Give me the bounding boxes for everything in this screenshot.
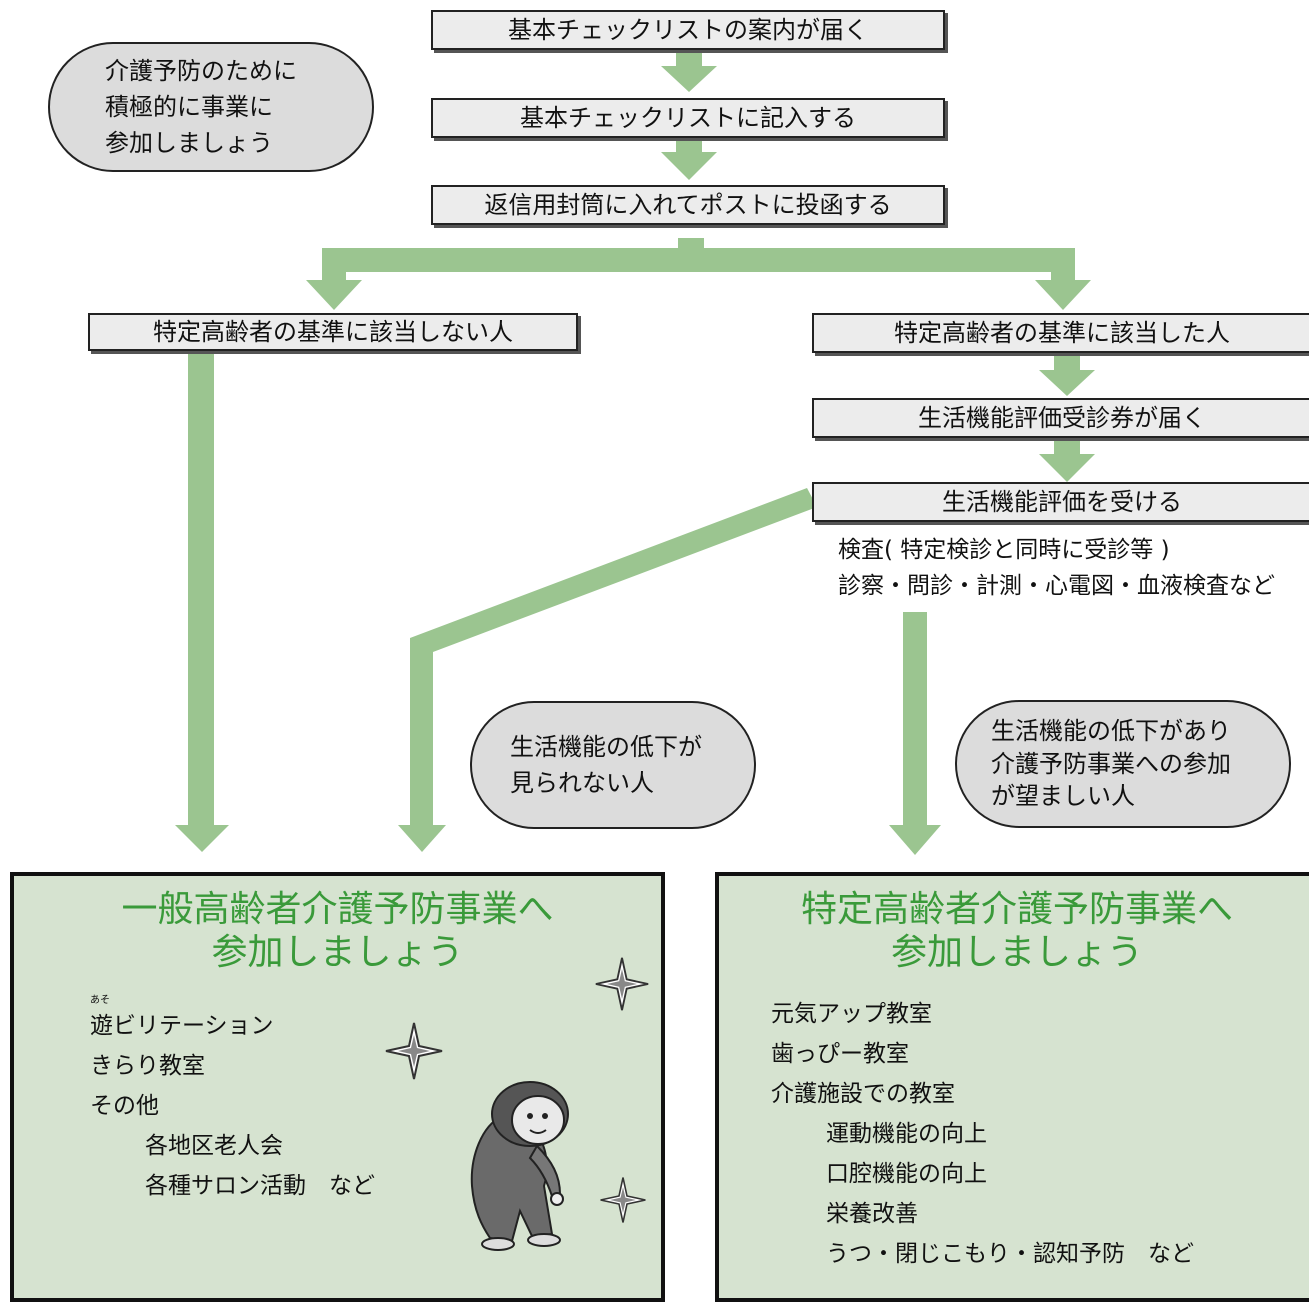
arrow-head [398, 825, 446, 852]
arrow-shaft [1054, 440, 1080, 454]
right-branch-box: 特定高齢者の基準に該当した人 [812, 313, 1309, 353]
general-program-panel: 一般高齢者介護予防事業へ 参加しましょう あそ 遊ビリテーション きらり教室 そ… [10, 872, 665, 1302]
arrow-head [1039, 370, 1095, 396]
general-program-list: あそ 遊ビリテーション きらり教室 その他 各地区老人会 各種サロン活動 など [90, 996, 375, 1206]
list-item: 各種サロン活動 など [145, 1173, 375, 1199]
flow-step-2: 基本チェックリストに記入する [431, 98, 945, 138]
arrow-shaft [188, 352, 214, 825]
arrow-shaft [1051, 248, 1075, 280]
exam-note: 検査( 特定検診と同時に受診等 ) 診察・問診・計測・心電図・血液検査など [838, 537, 1275, 599]
diagonal-connector [410, 488, 817, 825]
bubble-decline: 生活機能の低下があり 介護予防事業への参加 が望ましい人 [955, 700, 1291, 828]
arrow-shaft [676, 52, 702, 66]
list-item: 各地区老人会 [145, 1133, 283, 1159]
sparkle-icon [385, 1022, 443, 1080]
right-step-2-box: 生活機能評価を受ける [812, 482, 1309, 522]
list-item: きらり教室 [90, 1053, 205, 1079]
arrow-head [889, 825, 941, 855]
list-item: 歯っぴー教室 [771, 1041, 909, 1067]
list-item: 運動機能の向上 [826, 1121, 987, 1147]
arrow-head [661, 66, 717, 92]
list-item: 介護施設での教室 [771, 1081, 955, 1107]
split-bar [322, 248, 1075, 272]
list-item: 栄養改善 [826, 1201, 918, 1227]
list-item: その他 [90, 1093, 159, 1119]
list-item: うつ・閉じこもり・認知予防 など [826, 1241, 1194, 1267]
flow-step-1: 基本チェックリストの案内が届く [431, 10, 945, 50]
sparkle-icon [595, 957, 649, 1011]
arrow-head [1039, 454, 1095, 482]
arrow-shaft [676, 138, 702, 152]
list-item: 口腔機能の向上 [826, 1161, 987, 1187]
bubble-no-decline: 生活機能の低下が 見られない人 [470, 701, 756, 829]
arrow-head [1035, 280, 1091, 310]
right-step-1-box: 生活機能評価受診券が届く [812, 398, 1309, 438]
sparkle-icon [600, 1177, 646, 1223]
stretching-elder-icon [470, 1081, 569, 1251]
flow-step-3: 返信用封筒に入れてポストに投函する [431, 185, 945, 225]
specific-panel-title: 特定高齢者介護予防事業へ 参加しましょう [800, 889, 1233, 974]
list-item: 元気アップ教室 [771, 1001, 932, 1027]
arrow-head [661, 152, 717, 180]
bubble-encourage: 介護予防のために 積極的に事業に 参加しましょう [48, 42, 374, 172]
ruby-annotation: あそ [90, 995, 110, 1006]
left-branch-box: 特定高齢者の基準に該当しない人 [88, 313, 578, 351]
arrow-shaft [903, 612, 927, 825]
specific-program-panel: 特定高齢者介護予防事業へ 参加しましょう 元気アップ教室 歯っぴー教室 介護施設… [715, 872, 1309, 1302]
arrow-shaft [322, 248, 346, 280]
general-panel-title: 一般高齢者介護予防事業へ 参加しましょう [121, 889, 554, 974]
arrow-head [306, 280, 362, 310]
specific-program-list: 元気アップ教室 歯っぴー教室 介護施設での教室 運動機能の向上 口腔機能の向上 … [771, 994, 1194, 1274]
arrow-shaft [1054, 356, 1080, 370]
list-item: 遊ビリテーション [90, 1013, 274, 1039]
arrow-head [175, 825, 229, 852]
